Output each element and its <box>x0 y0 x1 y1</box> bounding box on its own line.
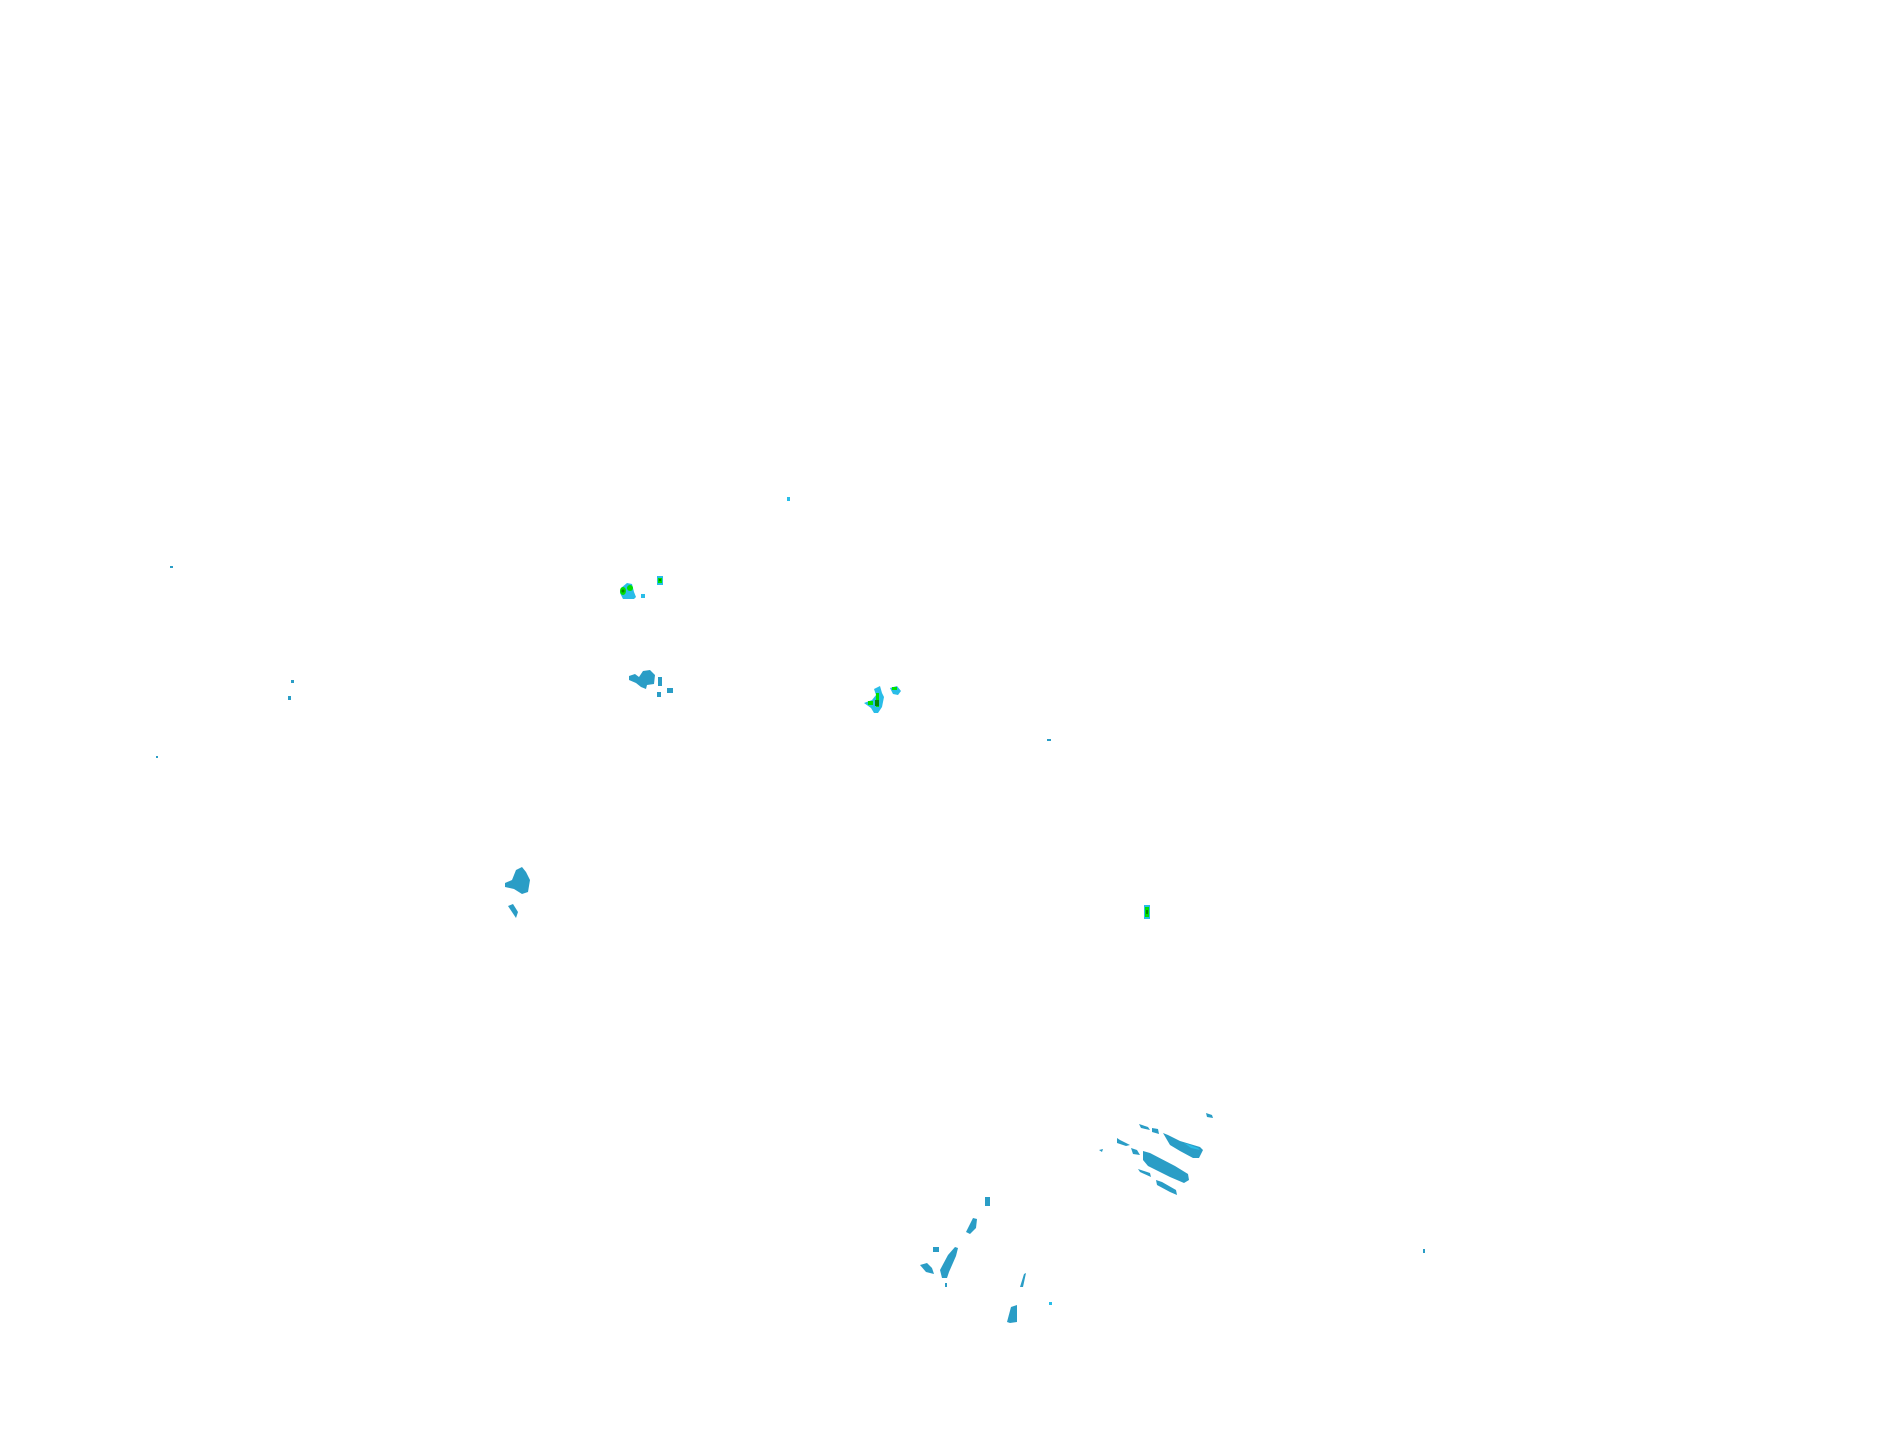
storm-cell-e <box>1144 905 1150 919</box>
storm-cell-b <box>288 670 673 700</box>
storm-cell-c <box>864 686 901 713</box>
precip-cell <box>170 566 173 568</box>
southern-cells <box>920 1197 1425 1323</box>
precip-cell <box>156 756 158 758</box>
precip-cell <box>787 497 790 501</box>
storm-cell-d <box>505 867 530 918</box>
precip-cell <box>1047 739 1051 741</box>
precip-cells <box>156 497 1425 1323</box>
rain-band-streaks <box>1099 1113 1213 1195</box>
storm-cell-a <box>620 576 663 599</box>
